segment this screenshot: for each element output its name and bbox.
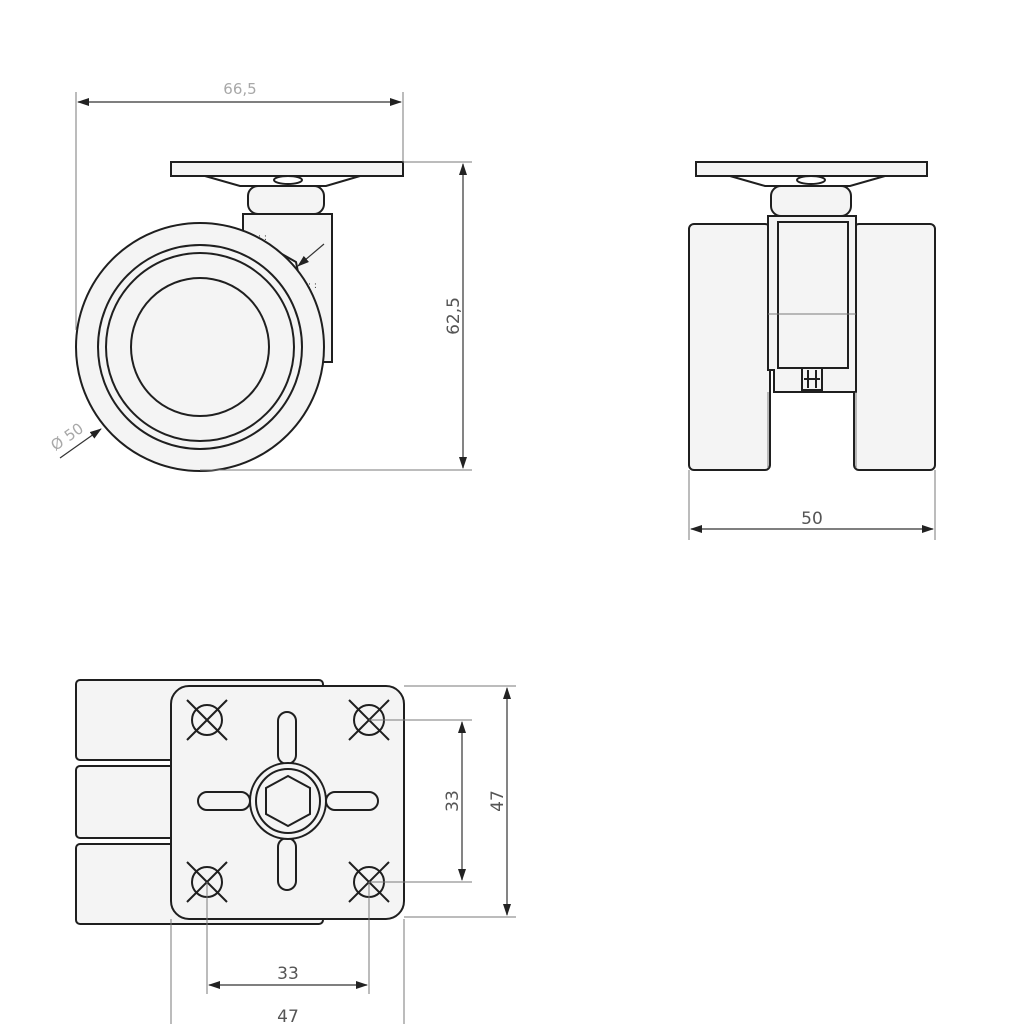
plate-height-label: 47 [488, 790, 508, 812]
svg-text:: :: : : [258, 233, 267, 243]
top-fork-section [75, 765, 187, 839]
svg-text:: :: : : [308, 281, 317, 291]
center-hub [249, 762, 327, 840]
side-wheel-rim-inner [105, 252, 295, 442]
plate-width-label: 47 [277, 1007, 299, 1024]
bolt-spacing-v-label: 33 [443, 790, 463, 812]
bolt-spacing-h-label: 33 [277, 964, 299, 984]
side-swivel-neck [247, 185, 325, 215]
front-axle-bolt [801, 367, 823, 391]
overall-width-label: 66,5 [223, 80, 256, 98]
total-width-label: 50 [801, 509, 823, 529]
front-wheel-left [688, 223, 771, 471]
side-mounting-plate [170, 161, 404, 177]
side-view: : : : : 66,5 62,5 Ø 50 [47, 80, 472, 472]
wheel-diameter-leader-lower [59, 428, 102, 459]
front-wheel-right [853, 223, 936, 471]
wheel-diameter-label: Ø 50 [47, 419, 87, 454]
height-label: 62,5 [444, 297, 464, 335]
top-view: 33 47 33 47 [75, 679, 516, 1024]
front-mounting-plate [695, 161, 928, 177]
front-swivel-neck [770, 185, 852, 217]
wheel-diameter-leader-upper [297, 243, 325, 267]
front-fork [767, 215, 857, 393]
side-wheel-hub [130, 277, 270, 417]
bolt-hole [186, 699, 228, 741]
hex-nut [265, 774, 311, 828]
side-wheel-rim-outer [97, 244, 303, 450]
front-view: 50 [688, 161, 936, 540]
